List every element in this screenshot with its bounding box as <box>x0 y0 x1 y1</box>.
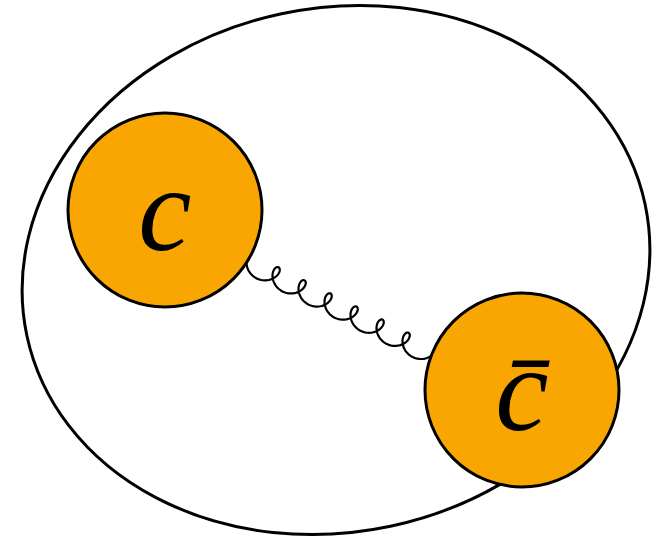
quark-label: c <box>138 150 191 270</box>
quark-circle: c̄ <box>422 290 622 490</box>
quark-label: c̄ <box>495 330 548 450</box>
quark-circle: c <box>65 110 265 310</box>
gluon-spring <box>247 254 436 359</box>
